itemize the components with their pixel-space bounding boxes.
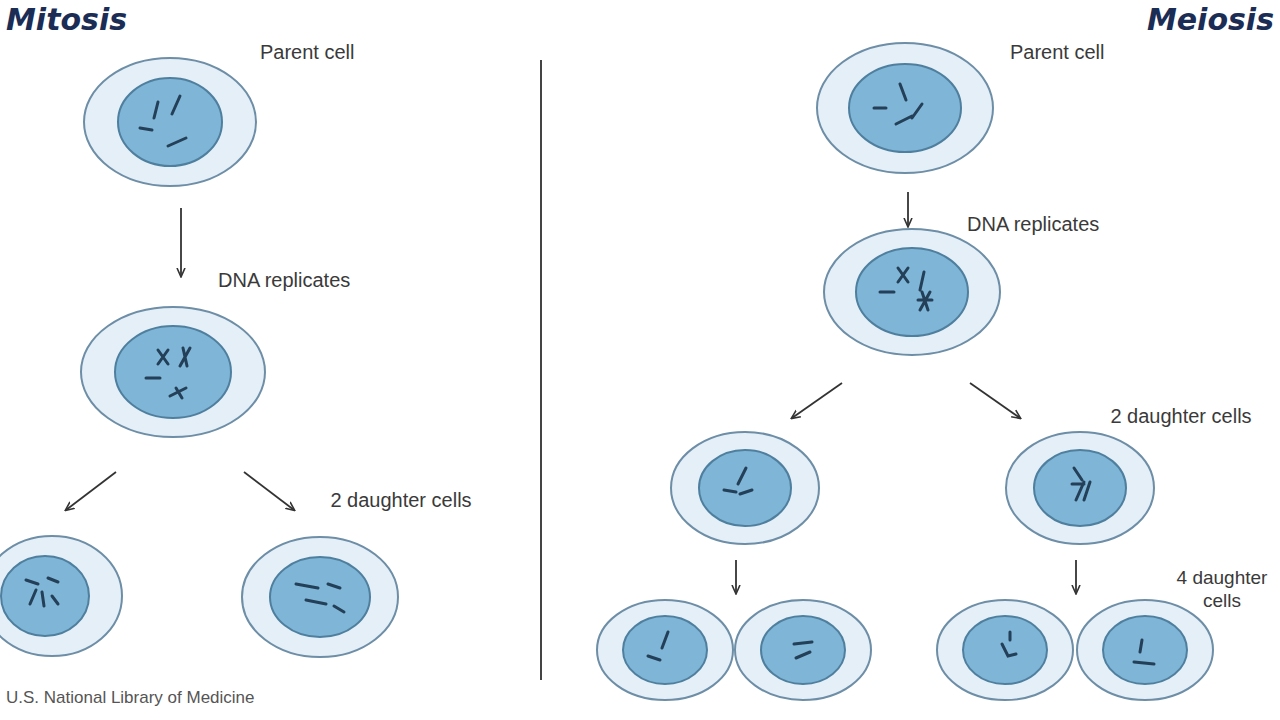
stage-label: 2 daughter cells: [1098, 404, 1264, 428]
stage-label: 4 daughter cells: [1168, 567, 1276, 613]
source-credit: U.S. National Library of Medicine: [6, 688, 255, 708]
stage-label: Parent cell: [1010, 40, 1105, 64]
stage-label: 2 daughter cells: [318, 488, 484, 512]
stage-label: DNA replicates: [967, 212, 1099, 236]
stage-label: Parent cell: [260, 40, 355, 64]
section-title: Meiosis: [1147, 2, 1274, 38]
section-title: Mitosis: [6, 2, 127, 38]
stage-label: DNA replicates: [218, 268, 350, 292]
